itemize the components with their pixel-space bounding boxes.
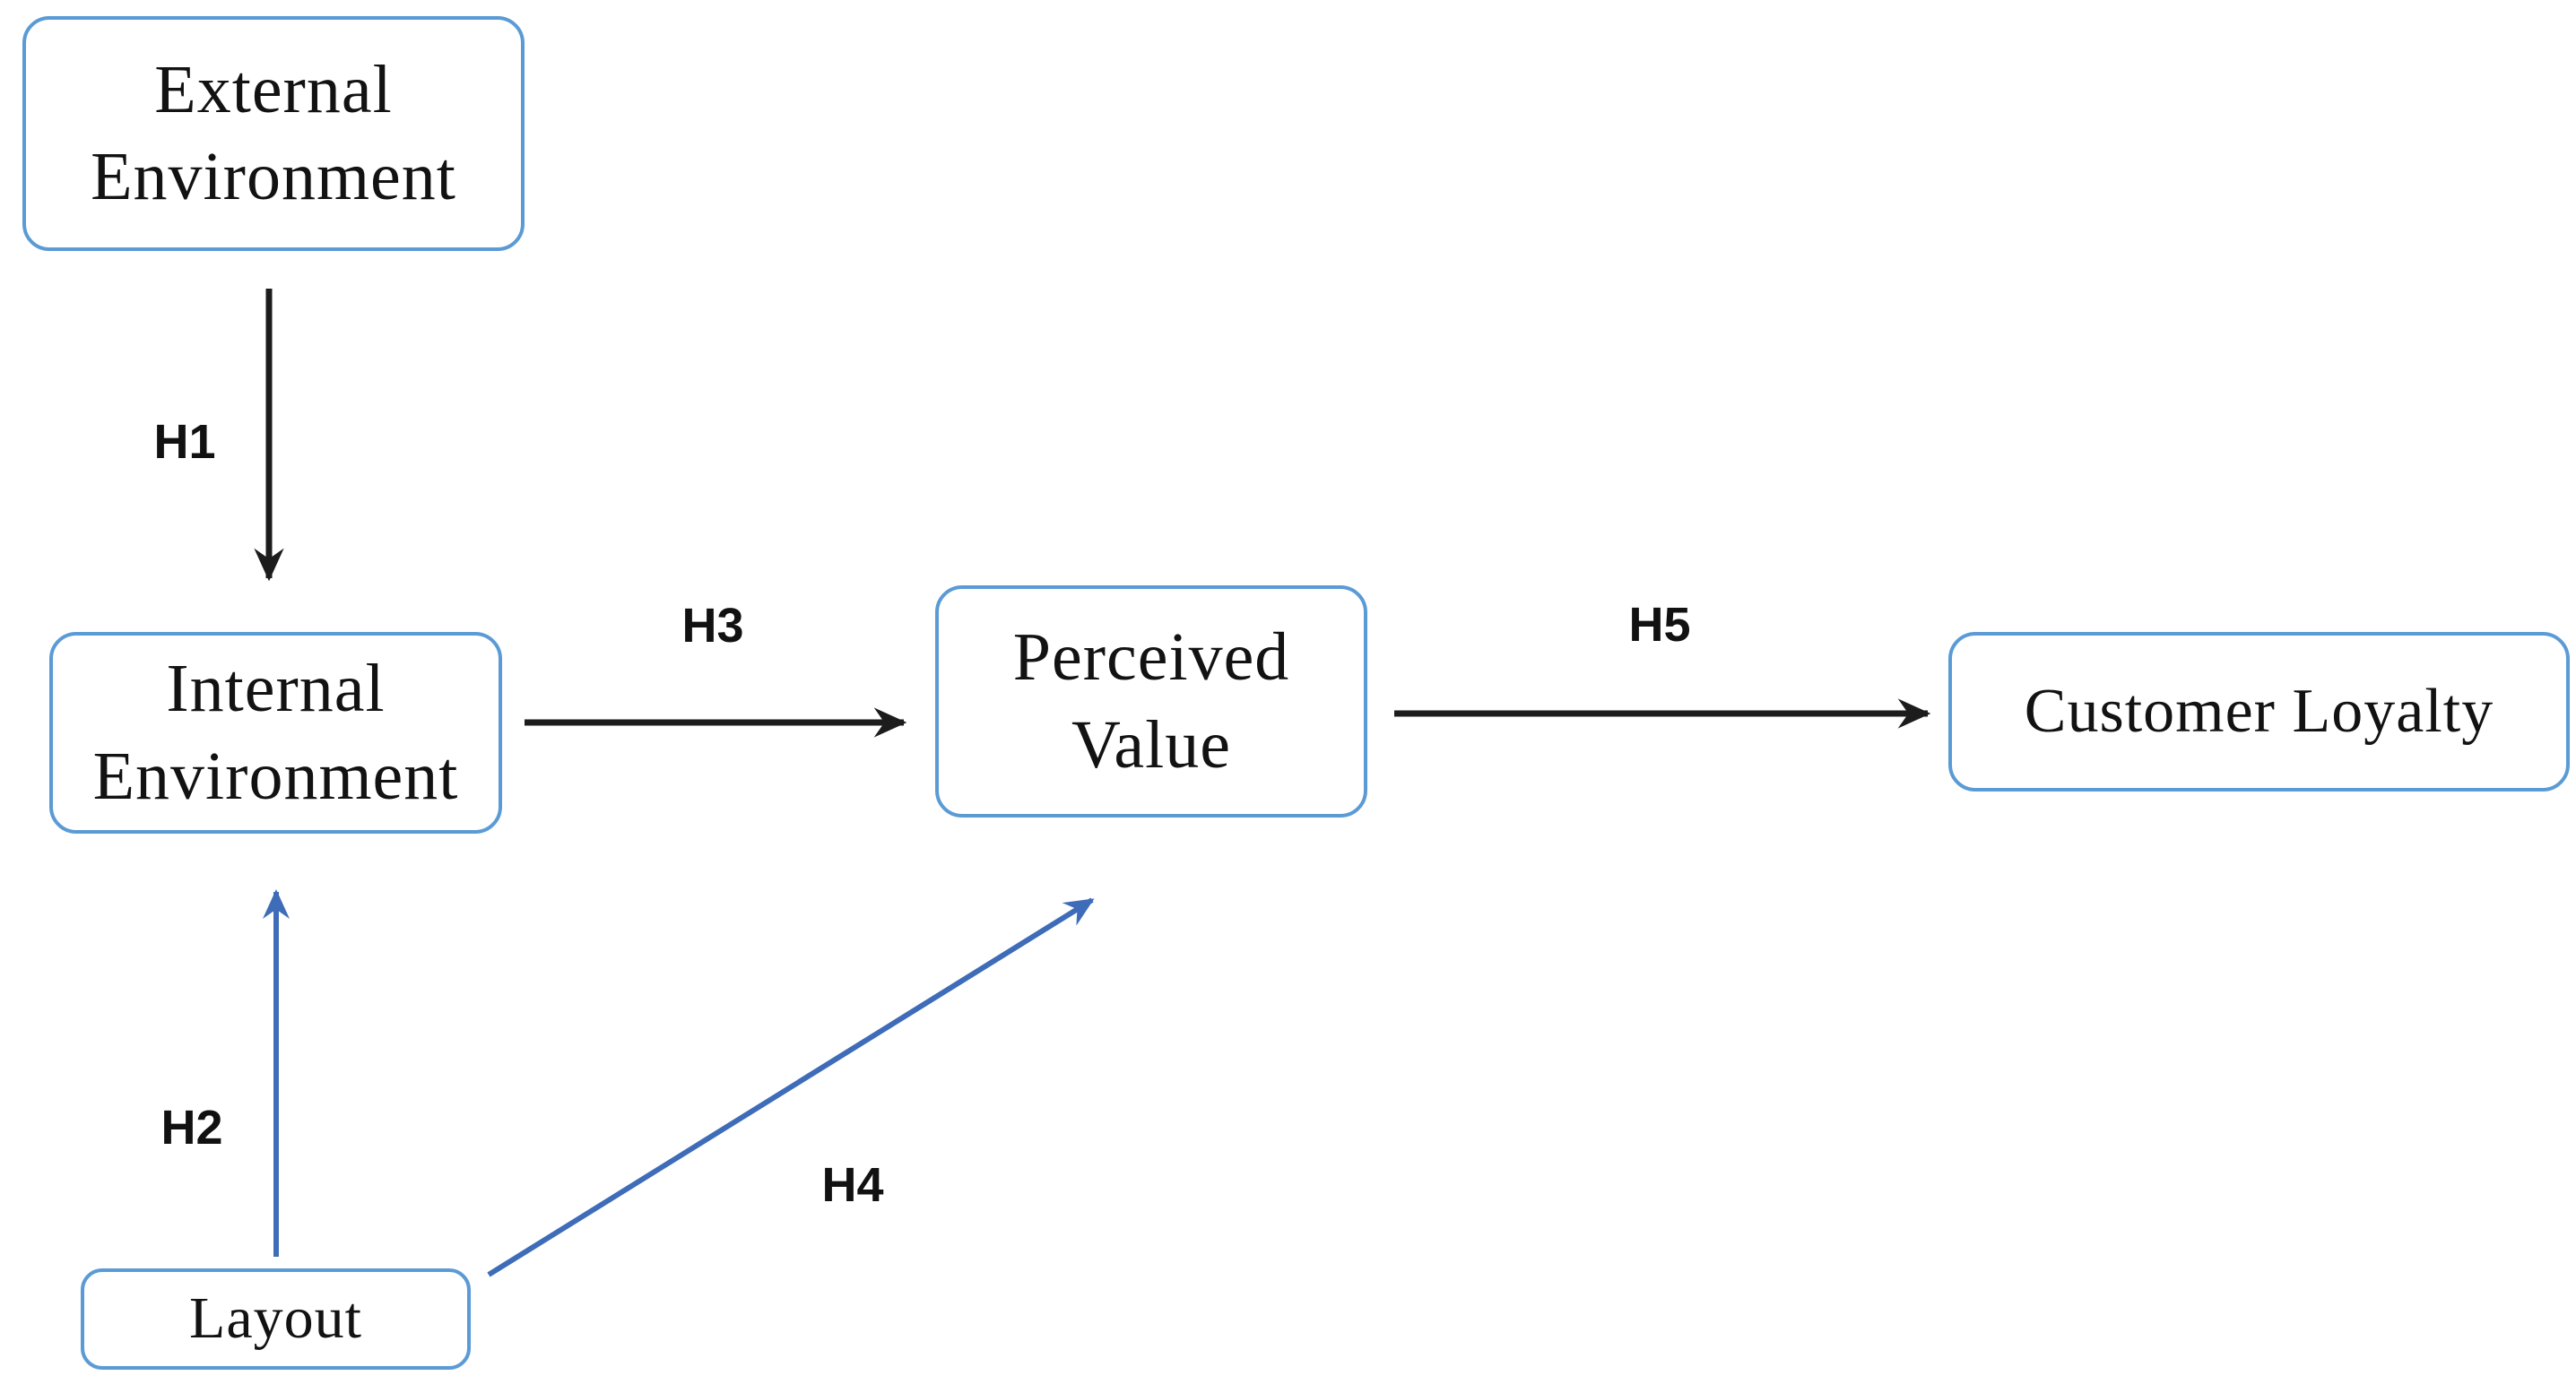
node-customer-loyalty: Customer Loyalty xyxy=(1948,632,2570,792)
edge-label-h5: H5 xyxy=(1628,598,1691,652)
edge-label-h2: H2 xyxy=(160,1101,223,1155)
edge-label-h3: H3 xyxy=(681,599,744,653)
node-label-line: Environment xyxy=(91,139,456,214)
node-internal-environment: Internal Environment xyxy=(49,632,502,834)
h4-arrow xyxy=(487,897,1095,1277)
node-label-line: Internal xyxy=(166,651,386,727)
node-layout: Layout xyxy=(81,1268,471,1370)
node-perceived-value: Perceived Value xyxy=(935,585,1367,818)
node-external-environment: External Environment xyxy=(22,16,525,251)
node-label-line: External xyxy=(154,51,393,127)
node-label-line: Layout xyxy=(189,1285,362,1352)
node-label-line: Environment xyxy=(92,738,459,814)
node-label-line: Value xyxy=(1071,706,1232,783)
node-label-line: Perceived xyxy=(1012,619,1290,696)
edge-label-h4: H4 xyxy=(821,1158,884,1212)
node-label-line: Customer Loyalty xyxy=(2024,677,2494,747)
edge-label-h1: H1 xyxy=(153,415,216,469)
